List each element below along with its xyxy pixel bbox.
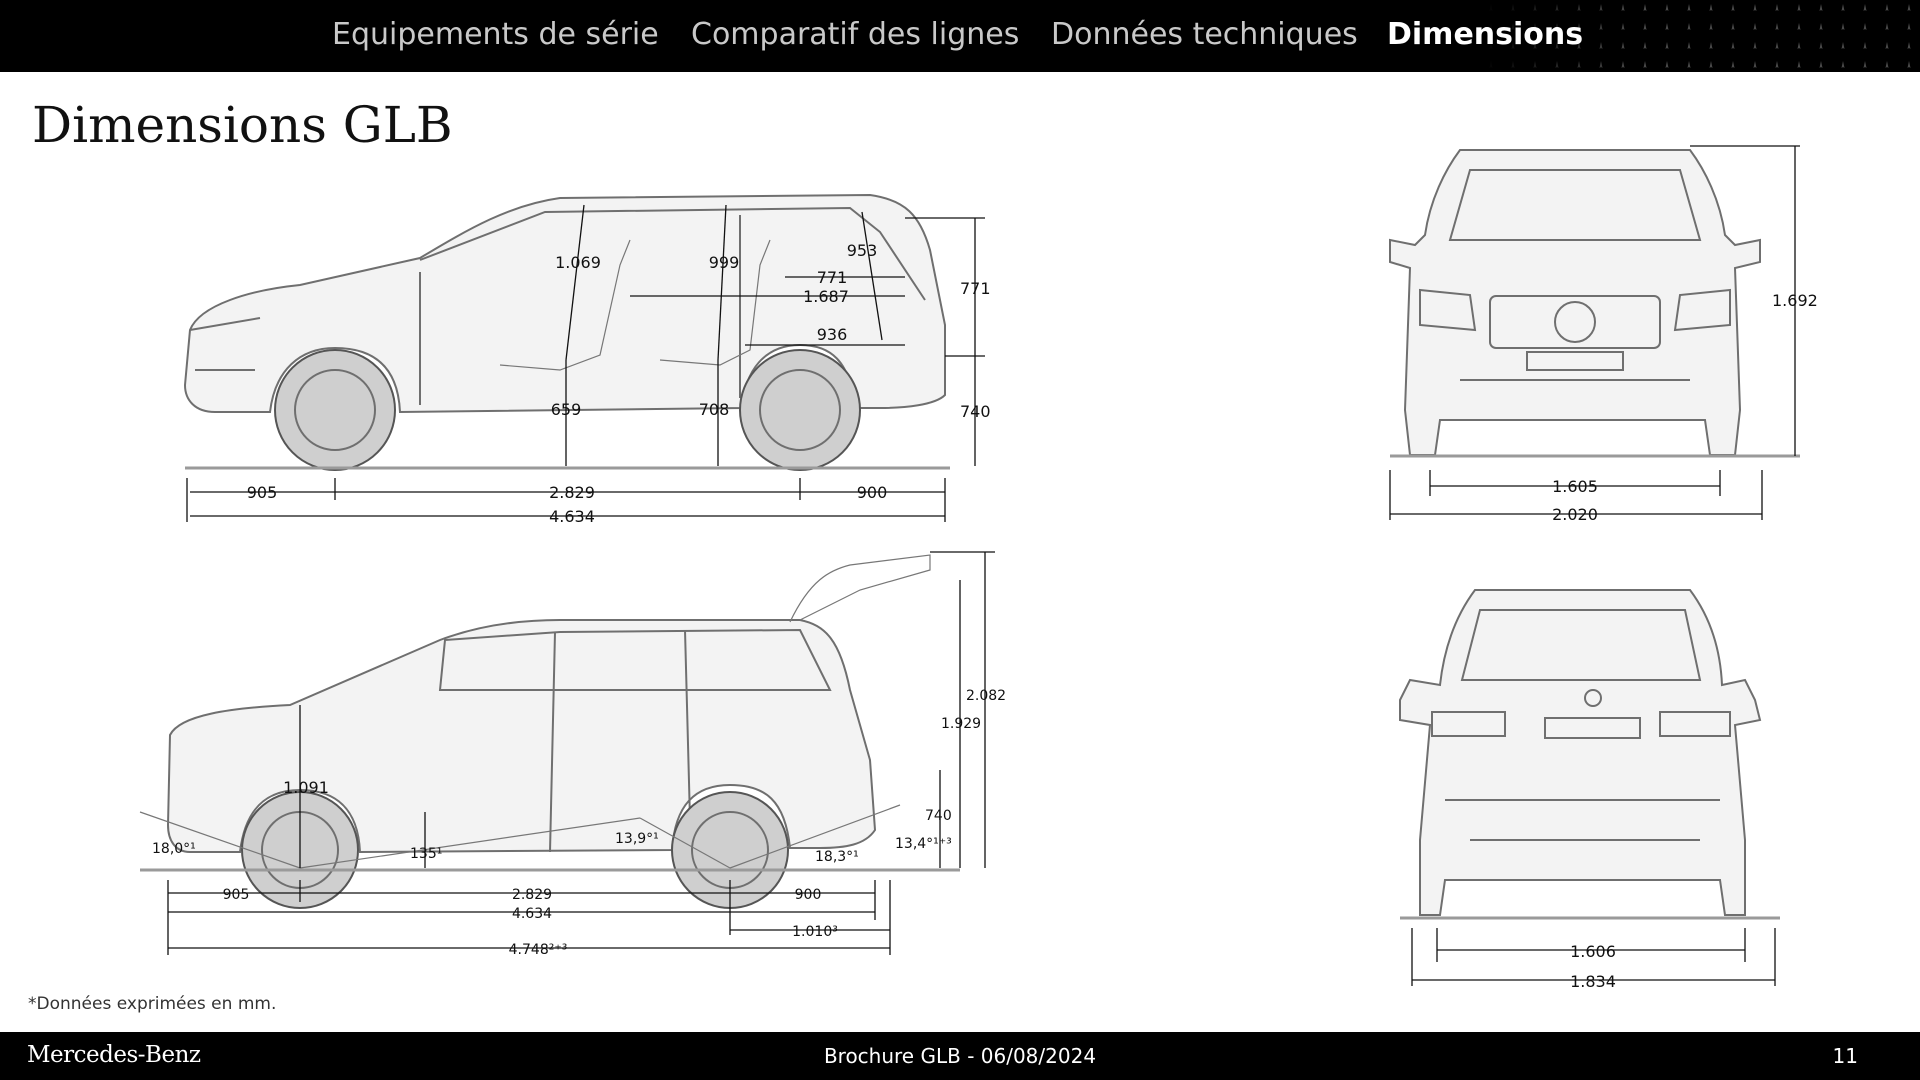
dim-wheelbase-2: 2.829 <box>512 887 552 903</box>
dim-interior-height-front: 1.069 <box>555 253 601 272</box>
side-view-exterior-drawing: 2.082 1.929 1.091 18,0°¹ 135¹ 13,9°¹ 18,… <box>139 551 1006 958</box>
tab-equipements-de-serie[interactable]: Equipements de série <box>332 17 659 52</box>
dim-front-overhang: 905 <box>247 483 278 502</box>
dim-front-height: 1.692 <box>1772 291 1818 310</box>
dim-front-overhang-2: 905 <box>223 887 250 903</box>
dim-height-tailgate-open: 2.082 <box>966 688 1006 704</box>
tab-comparatif-des-lignes[interactable]: Comparatif des lignes <box>691 17 1020 52</box>
dim-rear-track: 1.606 <box>1570 942 1616 961</box>
page-number: 11 <box>1832 1044 1858 1068</box>
top-nav: Equipements de série Comparatif des lign… <box>0 0 1920 72</box>
page-title: Dimensions GLB <box>32 96 453 154</box>
dim-cargo-length-upper: 771 <box>817 268 848 287</box>
dim-wheelbase: 2.829 <box>549 483 595 502</box>
side-view-interior-drawing: 1.069 999 953 771 1.687 936 771 740 659 … <box>183 193 991 526</box>
dim-rear-height: 740 <box>925 808 952 824</box>
dim-front-height-wheel: 1.091 <box>283 778 329 797</box>
tab-donnees-techniques[interactable]: Données techniques <box>1051 17 1358 52</box>
dim-length-tow: 4.748²⁺³ <box>509 942 568 958</box>
brand-logo: Mercedes-Benz <box>27 1042 201 1068</box>
dim-seat-height-front: 659 <box>551 400 582 419</box>
dim-rear-overhang-2: 900 <box>795 887 822 903</box>
dim-length: 4.634 <box>549 507 595 526</box>
dim-rear-overhang: 900 <box>857 483 888 502</box>
dim-interior-height-rear: 999 <box>709 253 740 272</box>
star-pattern-decoration <box>1480 0 1920 72</box>
rear-view-drawing: 1.606 1.834 <box>1399 589 1780 991</box>
front-view-drawing: 1.692 1.605 2.020 <box>1389 145 1818 524</box>
footnote: *Données exprimées en mm. <box>28 994 277 1014</box>
dim-rear-width: 1.834 <box>1570 972 1616 991</box>
dim-height-upper: 771 <box>960 279 991 298</box>
dim-ground-clearance: 135¹ <box>410 846 442 862</box>
dim-width-with-mirrors: 2.020 <box>1552 505 1598 524</box>
dim-departure-angle-tow: 13,4°¹⁺³ <box>895 836 952 852</box>
dim-interior-height-cargo: 953 <box>847 241 878 260</box>
dim-height: 1.929 <box>941 716 981 732</box>
dim-cargo-length: 936 <box>817 325 848 344</box>
dim-length-2: 4.634 <box>512 906 552 922</box>
dim-departure-angle: 18,3°¹ <box>815 849 859 865</box>
tab-dimensions[interactable]: Dimensions <box>1387 17 1584 52</box>
dim-seat-height-rear: 708 <box>699 400 730 419</box>
dim-height-lower: 740 <box>960 402 991 421</box>
dim-cargo-length-folded: 1.687 <box>803 287 849 306</box>
document-name: Brochure GLB - 06/08/2024 <box>823 1044 1097 1068</box>
dim-front-track: 1.605 <box>1552 477 1598 496</box>
footer-bar: Mercedes-Benz Brochure GLB - 06/08/2024 … <box>0 1032 1920 1080</box>
dim-approach-angle: 18,0°¹ <box>152 841 196 857</box>
dim-rear-overhang-tow: 1.010³ <box>792 924 838 940</box>
dim-ramp-angle: 13,9°¹ <box>615 831 659 847</box>
